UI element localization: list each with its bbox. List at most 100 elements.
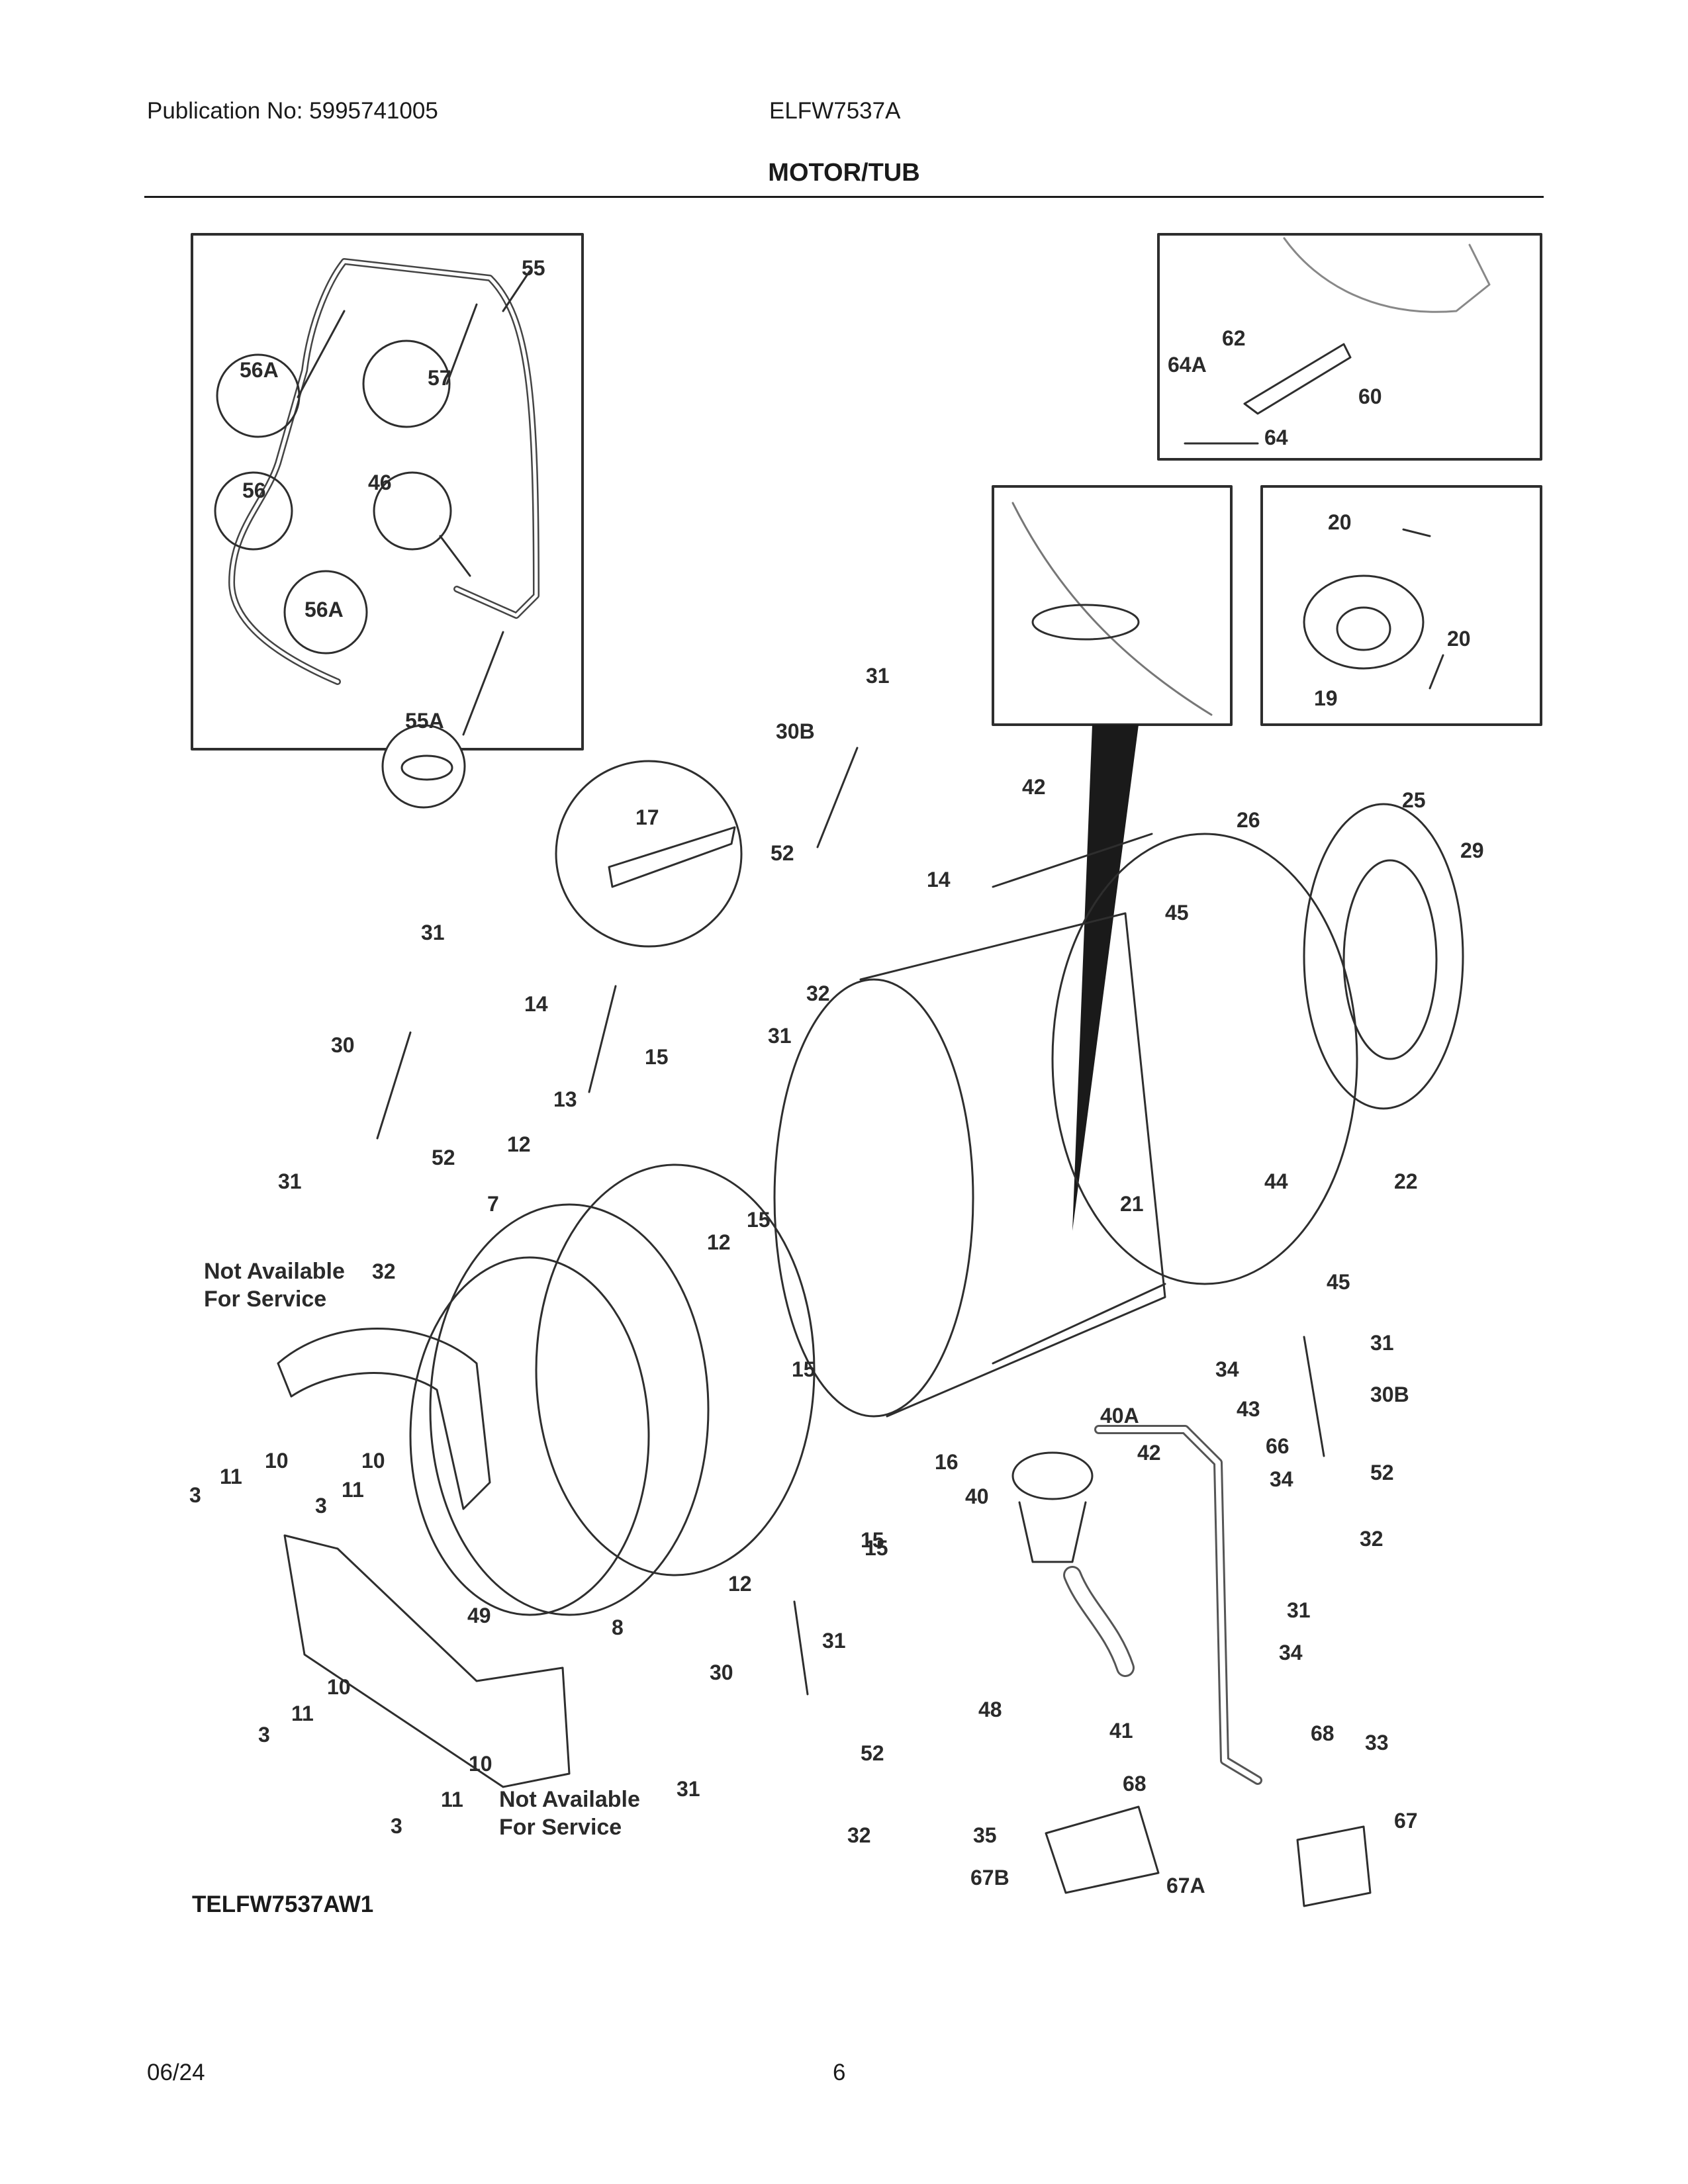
callout-15-e: 15 [861, 1528, 884, 1552]
callout-31-left: 31 [421, 921, 445, 944]
callout-55: 55 [522, 256, 545, 280]
callout-31-bottom: 31 [822, 1629, 846, 1653]
callout-33: 33 [1365, 1731, 1389, 1754]
inset-motor: 20 20 19 [1260, 485, 1542, 726]
callout-15-c: 15 [792, 1357, 816, 1381]
callout-10-b: 10 [361, 1449, 385, 1473]
callout-11-c: 11 [291, 1702, 314, 1725]
callout-34-a: 34 [1215, 1357, 1239, 1381]
callout-35: 35 [973, 1823, 997, 1847]
diagram-reference: TELFW7537AW1 [192, 1891, 374, 1917]
callout-31-mid: 31 [768, 1024, 792, 1048]
callout-46: 46 [368, 471, 392, 494]
header-rule [144, 196, 1544, 198]
callout-10-c: 10 [327, 1675, 351, 1699]
callout-3-c: 3 [258, 1723, 270, 1747]
callout-32-left: 32 [372, 1259, 396, 1283]
callout-64A: 64A [1168, 353, 1207, 377]
callout-32-top: 32 [806, 981, 830, 1005]
callout-56A: 56A [240, 358, 279, 382]
callout-15-a: 15 [645, 1045, 669, 1069]
callout-10-d: 10 [469, 1752, 492, 1776]
callout-31-left2: 31 [278, 1169, 302, 1193]
callout-30: 30 [331, 1033, 355, 1057]
callout-12-a: 12 [507, 1132, 531, 1156]
callout-3-a: 3 [189, 1483, 201, 1507]
callout-31-top: 31 [866, 664, 890, 688]
callout-11-d: 11 [441, 1788, 463, 1811]
callout-52-top: 52 [771, 841, 794, 865]
main-tub-assembly [277, 747, 1464, 1907]
callout-44: 44 [1264, 1169, 1288, 1193]
note-not-available-2: Not Available [499, 1787, 640, 1812]
callout-30-bottom: 30 [710, 1661, 733, 1684]
inset-tub-detail [992, 485, 1233, 1231]
callout-68-right: 68 [1311, 1721, 1335, 1745]
callout-30B-right: 30B [1370, 1383, 1409, 1406]
callout-52-left: 52 [432, 1146, 455, 1169]
callout-8: 8 [612, 1615, 624, 1639]
callout-25: 25 [1402, 788, 1426, 812]
callout-7: 7 [487, 1192, 499, 1216]
callout-57: 57 [428, 366, 451, 390]
inset-heater: 64A 62 60 64 [1157, 233, 1542, 461]
callout-43: 43 [1237, 1397, 1260, 1421]
callout-55A: 55A [405, 709, 444, 733]
callout-56: 56 [242, 478, 266, 502]
callout-40: 40 [965, 1484, 989, 1508]
callout-12-c: 12 [728, 1572, 752, 1596]
callout-32-bottom: 32 [847, 1823, 871, 1847]
callout-16: 16 [935, 1450, 959, 1474]
note-for-service-1: For Service [204, 1287, 326, 1312]
callout-68: 68 [1123, 1772, 1147, 1796]
callout-13: 13 [553, 1087, 577, 1111]
note-not-available-1: Not Available [204, 1259, 345, 1284]
callout-20-right: 20 [1447, 627, 1471, 651]
callout-67A: 67A [1166, 1874, 1205, 1897]
callout-15-b: 15 [747, 1208, 771, 1232]
callout-3-d: 3 [391, 1814, 402, 1838]
callout-21: 21 [1120, 1192, 1144, 1216]
callout-66: 66 [1266, 1434, 1289, 1458]
callout-52-right: 52 [1370, 1461, 1394, 1484]
callout-10-a: 10 [265, 1449, 289, 1473]
callout-67: 67 [1394, 1809, 1418, 1833]
note-for-service-2: For Service [499, 1815, 622, 1840]
callout-19: 19 [1314, 686, 1338, 710]
callout-60: 60 [1358, 385, 1382, 408]
publication-number: Publication No: 5995741005 [147, 98, 438, 124]
callout-14-left: 14 [524, 992, 548, 1016]
callout-64: 64 [1264, 426, 1288, 449]
callout-34-b: 34 [1270, 1467, 1293, 1491]
callout-31-right2: 31 [1287, 1598, 1311, 1622]
callout-26: 26 [1237, 808, 1260, 832]
callout-45-bottom: 45 [1327, 1270, 1350, 1294]
model-number: ELFW7537A [769, 98, 901, 124]
callout-34-c: 34 [1279, 1641, 1303, 1664]
callout-48: 48 [978, 1698, 1002, 1721]
callout-40A: 40A [1100, 1404, 1139, 1428]
callout-62: 62 [1222, 326, 1246, 350]
main-callouts: 31 30B 17 42 25 26 29 52 14 45 32 31 31 … [189, 664, 1484, 1897]
callout-20: 20 [1328, 510, 1352, 534]
callout-41: 41 [1109, 1719, 1133, 1743]
callout-52-bottom: 52 [861, 1741, 884, 1765]
callout-49: 49 [467, 1604, 491, 1627]
inset-wire-harness: 55 56A 57 56 46 56A 55A [191, 233, 584, 809]
callout-42-mid: 42 [1137, 1441, 1161, 1465]
callout-3-b: 3 [315, 1494, 327, 1518]
callout-22: 22 [1394, 1169, 1418, 1193]
callout-32-right: 32 [1360, 1527, 1383, 1551]
callout-17: 17 [635, 805, 659, 829]
footer-date: 06/24 [147, 2060, 205, 2085]
page-title: MOTOR/TUB [768, 159, 920, 187]
callout-31-bottom2: 31 [677, 1777, 700, 1801]
callout-29: 29 [1460, 839, 1484, 862]
callout-42-top: 42 [1022, 775, 1046, 799]
callout-45-top: 45 [1165, 901, 1189, 925]
callout-15-d: 15 [865, 1536, 888, 1560]
callout-14-right: 14 [927, 868, 951, 891]
callout-11-b: 11 [342, 1478, 364, 1502]
callout-30B: 30B [776, 719, 815, 743]
